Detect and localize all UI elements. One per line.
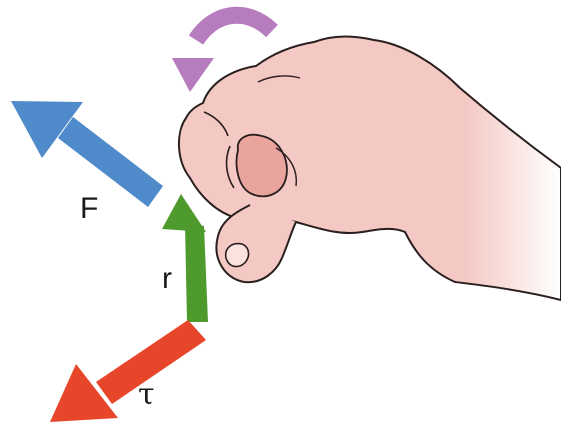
force-arrow-shaft <box>58 117 163 207</box>
rotation-arrow-head <box>172 58 214 92</box>
curved-rotation-arrow-icon <box>172 6 278 92</box>
position-arrow-shaft <box>185 224 208 322</box>
torque-vector-arrow <box>50 320 206 422</box>
torque-label: τ <box>138 377 155 412</box>
position-arrow-head <box>162 194 206 232</box>
torque-arrow-shaft <box>96 320 206 404</box>
finger-crease-2 <box>225 145 235 189</box>
torque-arrow-head <box>50 364 118 422</box>
thumb-nail <box>224 242 250 268</box>
rotation-arrow-body <box>188 6 278 45</box>
hand-body <box>177 35 561 302</box>
finger-crease-3 <box>257 75 301 83</box>
force-vector-arrow <box>11 101 163 207</box>
position-label: r <box>162 262 172 295</box>
right-hand-icon <box>177 35 561 302</box>
curled-fingertips <box>235 133 288 198</box>
position-vector-arrow <box>162 194 208 322</box>
force-arrow-head <box>11 101 83 158</box>
knuckle-crease <box>275 147 297 187</box>
force-label: F <box>80 192 98 225</box>
finger-crease-1 <box>203 111 229 137</box>
